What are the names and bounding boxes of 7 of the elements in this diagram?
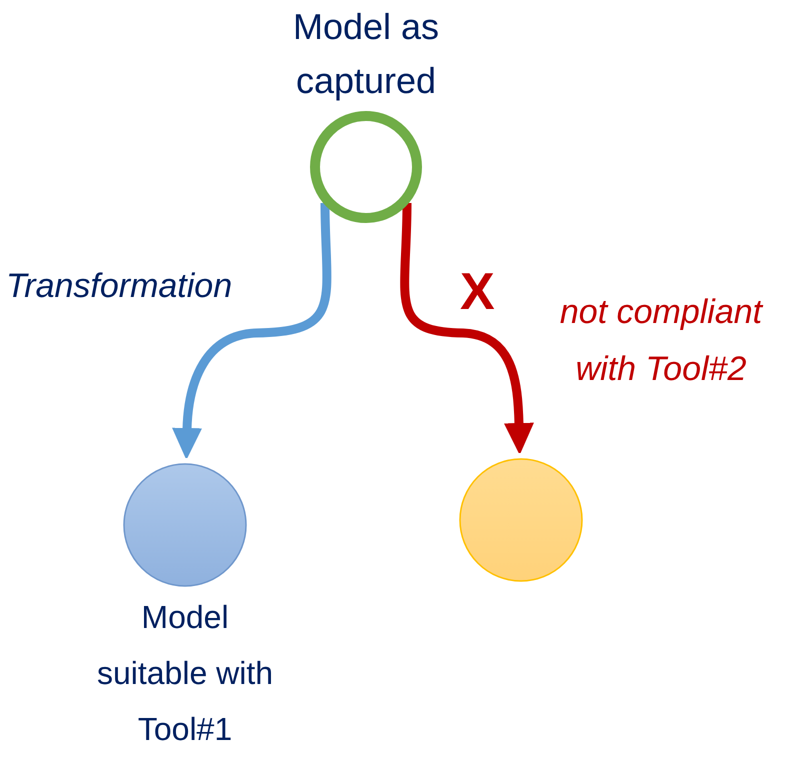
edge-label: not compliant with Tool#2	[558, 292, 764, 390]
cross-mark: X	[460, 262, 495, 322]
edge-label: Transformation	[6, 266, 234, 307]
arrow	[172, 202, 332, 460]
node-label: Model as captured	[292, 5, 440, 103]
arrow	[400, 202, 534, 455]
node-label: Model suitable with Tool#1	[96, 598, 274, 749]
